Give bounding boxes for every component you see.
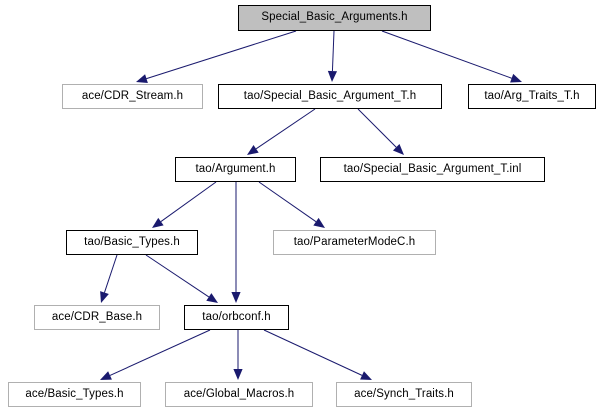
graph-node-special_basic_arguments_h[interactable]: Special_Basic_Arguments.h (238, 5, 431, 31)
graph-arrowhead-tao_argument_h-to-tao_orbconf_h (231, 292, 241, 303)
graph-edge-special_basic_arguments_h-to-tao_special_basic_argument_t_h (331, 30, 335, 72)
graph-node-label: tao/orbconf.h (202, 310, 271, 323)
graph-arrowhead-tao_orbconf_h-to-ace_global_macros_h (233, 369, 243, 380)
graph-node-tao_special_basic_argument_t_h[interactable]: tao/Special_Basic_Argument_T.h (218, 84, 442, 109)
graph-node-tao_argument_h[interactable]: tao/Argument.h (175, 157, 296, 182)
graph-node-tao_parametermodec_h[interactable]: tao/ParameterModeC.h (273, 230, 436, 255)
graph-node-label: tao/ParameterModeC.h (293, 235, 416, 248)
graph-node-label: Special_Basic_Arguments.h (261, 11, 408, 24)
graph-node-label: tao/Argument.h (195, 162, 276, 175)
graph-node-label: ace/CDR_Stream.h (81, 89, 184, 102)
graph-edge-special_basic_arguments_h-to-tao_arg_traits_t_h (381, 30, 512, 79)
graph-node-ace_global_macros_h[interactable]: ace/Global_Macros.h (165, 382, 313, 407)
graph-arrowhead-tao_orbconf_h-to-ace_synch_traits_h (360, 371, 372, 380)
graph-edge-tao_special_basic_argument_t_h-to-tao_special_basic_argument_t_inl (357, 108, 397, 148)
graph-node-ace_cdr_base_h[interactable]: ace/CDR_Base.h (34, 305, 160, 330)
graph-node-tao_orbconf_h[interactable]: tao/orbconf.h (184, 305, 289, 330)
graph-edge-tao_argument_h-to-tao_parametermodec_h (258, 181, 317, 223)
graph-node-tao_special_basic_argument_t_inl[interactable]: tao/Special_Basic_Argument_T.inl (320, 157, 545, 182)
graph-arrowhead-special_basic_arguments_h-to-ace_cdr_stream_h (136, 74, 148, 84)
graph-node-ace_basic_types_h[interactable]: ace/Basic_Types.h (8, 382, 141, 407)
graph-arrowhead-tao_argument_h-to-tao_parametermodec_h (313, 217, 325, 228)
graph-edge-tao_orbconf_h-to-ace_basic_types_h (109, 329, 211, 376)
graph-node-ace_cdr_stream_h[interactable]: ace/CDR_Stream.h (62, 84, 203, 109)
graph-arrowhead-tao_special_basic_argument_t_h-to-tao_argument_h (247, 145, 259, 155)
graph-node-label: ace/CDR_Base.h (51, 310, 143, 323)
graph-node-label: ace/Basic_Types.h (25, 387, 124, 400)
graph-arrowhead-tao_special_basic_argument_t_h-to-tao_special_basic_argument_t_inl (392, 143, 404, 155)
graph-arrowhead-tao_argument_h-to-tao_basic_types_h (152, 217, 164, 228)
graph-arrowhead-tao_basic_types_h-to-tao_orbconf_h (206, 293, 218, 303)
graph-node-label: tao/Special_Basic_Argument_T.inl (343, 162, 522, 175)
graph-node-tao_arg_traits_t_h[interactable]: tao/Arg_Traits_T.h (468, 84, 596, 109)
graph-node-ace_synch_traits_h[interactable]: ace/Synch_Traits.h (336, 382, 472, 407)
graph-node-label: tao/Special_Basic_Argument_T.h (243, 89, 417, 102)
graph-node-label: ace/Global_Macros.h (183, 387, 295, 400)
graph-node-tao_basic_types_h[interactable]: tao/Basic_Types.h (66, 230, 198, 255)
graph-node-label: ace/Synch_Traits.h (354, 387, 454, 400)
graph-edge-special_basic_arguments_h-to-ace_cdr_stream_h (146, 30, 297, 80)
graph-node-label: tao/Basic_Types.h (84, 235, 180, 248)
graph-edge-tao_basic_types_h-to-ace_cdr_base_h (104, 254, 118, 293)
graph-arrowhead-tao_basic_types_h-to-ace_cdr_base_h (100, 291, 109, 303)
graph-edge-tao_argument_h-to-tao_basic_types_h (160, 181, 217, 222)
graph-node-label: tao/Arg_Traits_T.h (484, 89, 580, 102)
graph-arrowhead-special_basic_arguments_h-to-tao_special_basic_argument_t_h (327, 70, 338, 82)
graph-edge-tao_special_basic_argument_t_h-to-tao_argument_h (255, 108, 316, 150)
graph-edge-tao_basic_types_h-to-tao_orbconf_h (145, 254, 210, 298)
graph-edge-tao_orbconf_h-to-ace_synch_traits_h (263, 329, 363, 376)
graph-arrowhead-tao_orbconf_h-to-ace_basic_types_h (100, 371, 112, 380)
graph-arrowhead-special_basic_arguments_h-to-tao_arg_traits_t_h (510, 73, 522, 83)
